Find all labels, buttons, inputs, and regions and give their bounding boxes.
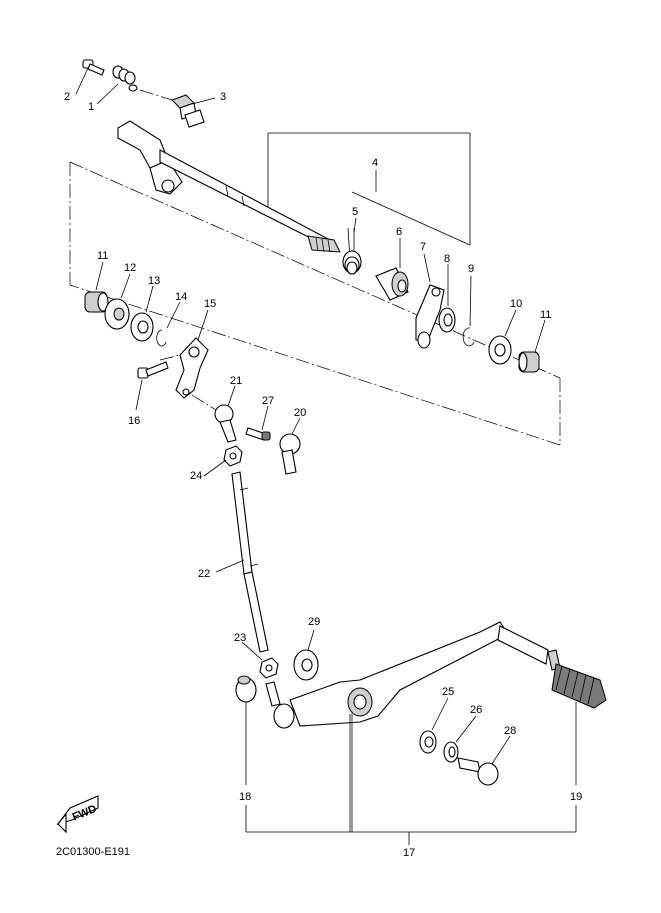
callout-26: 26 <box>470 704 482 716</box>
callout-7: 7 <box>420 241 426 253</box>
part-27-bolt <box>245 427 271 441</box>
part-6-collar <box>375 267 409 301</box>
part-13-washer <box>130 312 154 342</box>
callout-4: 4 <box>372 157 378 169</box>
leader-lines <box>75 67 577 845</box>
callout-19: 19 <box>570 791 582 803</box>
callout-24: 24 <box>190 470 202 482</box>
callout-16: 16 <box>128 415 140 427</box>
part-14-clip <box>156 329 167 347</box>
part-11-bearing-right <box>518 351 540 373</box>
callout-5: 5 <box>352 206 358 218</box>
part-23-nut <box>259 657 279 679</box>
diagram-code: 2C01300-E191 <box>56 846 130 858</box>
callout-17: 17 <box>403 847 415 859</box>
part-19-pedal-rubber <box>551 663 607 709</box>
part-10-washer <box>488 335 512 365</box>
callout-14: 14 <box>175 291 187 303</box>
callout-15: 15 <box>204 298 216 310</box>
callout-10: 10 <box>510 298 522 310</box>
part-12-seal <box>104 298 130 330</box>
callout-25: 25 <box>442 686 454 698</box>
part-15-shift-arm <box>159 337 209 399</box>
part-29-washer <box>293 649 319 681</box>
callout-11-right: 11 <box>540 309 551 321</box>
shift-shaft <box>117 120 341 253</box>
callout-29: 29 <box>308 616 320 628</box>
part-21-rod-end <box>191 394 237 443</box>
callout-11-left: 11 <box>97 250 108 262</box>
callout-labels: 2 1 3 4 5 6 7 8 9 10 11 11 12 13 14 15 1… <box>64 91 582 859</box>
callout-2: 2 <box>64 91 70 103</box>
callout-28: 28 <box>504 725 516 737</box>
part-11-bearing-left <box>84 291 109 313</box>
callout-27: 27 <box>262 395 274 407</box>
part-25-washer <box>419 730 437 754</box>
callout-12: 12 <box>124 262 136 274</box>
fwd-arrow-icon: FWD <box>56 795 99 834</box>
part-3-stud <box>139 89 205 128</box>
part-2-bolt <box>82 59 105 76</box>
callout-8: 8 <box>444 253 450 265</box>
shift-pedal <box>289 621 561 727</box>
callout-22: 22 <box>198 568 210 580</box>
shift-rod-joint <box>265 681 295 729</box>
callout-23: 23 <box>234 632 246 644</box>
part-18-rod-end <box>235 675 257 703</box>
callout-21: 21 <box>230 375 242 387</box>
callout-9: 9 <box>468 263 474 275</box>
callout-13: 13 <box>148 275 160 287</box>
part-26-washer <box>443 741 459 763</box>
callout-6: 6 <box>396 226 402 238</box>
callout-1: 1 <box>88 101 94 113</box>
part-24-nut <box>223 445 243 467</box>
part-22-shift-rod <box>231 471 269 653</box>
part-5-spring <box>342 227 362 275</box>
part-7-arm <box>415 284 445 349</box>
part-28-pivot-bolt <box>457 757 499 786</box>
assembly-frame <box>69 132 561 446</box>
part-1-spring <box>112 65 138 92</box>
callout-20: 20 <box>294 407 306 419</box>
callout-18: 18 <box>239 791 251 803</box>
part-20-rod-end <box>279 433 301 475</box>
part-16-bolt <box>137 361 169 379</box>
part-8-washer <box>438 307 456 333</box>
part-9-clip <box>462 327 475 347</box>
callout-3: 3 <box>220 91 226 103</box>
